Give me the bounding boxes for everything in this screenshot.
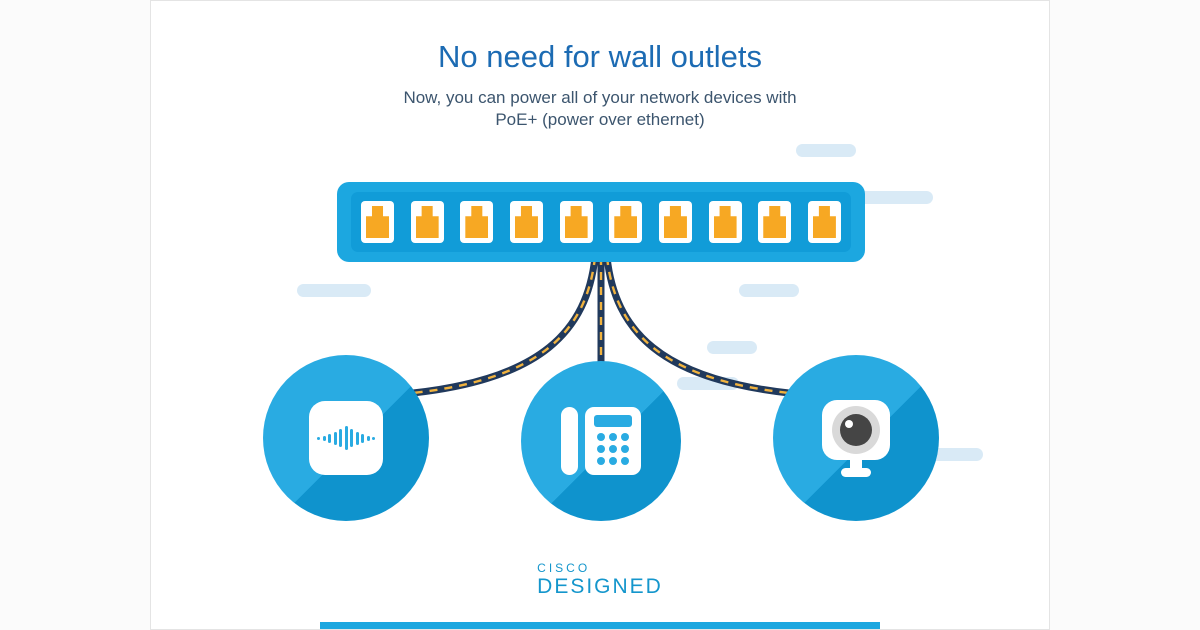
keypad-dot — [597, 445, 605, 453]
waveform-bar — [333, 431, 337, 445]
access-point-icon — [309, 401, 383, 475]
waveform-bar — [361, 433, 364, 443]
waveform-bar — [366, 435, 370, 441]
keypad-dot — [609, 445, 617, 453]
port-plug — [812, 206, 836, 238]
decor-pill — [707, 341, 757, 354]
subtitle-line-2: PoE+ (power over ethernet) — [495, 110, 705, 129]
content-card: No need for wall outlets Now, you can po… — [150, 0, 1050, 630]
port-plug — [366, 206, 389, 238]
phone-body — [585, 407, 641, 475]
camera-base — [841, 467, 871, 477]
camera-lens — [840, 413, 872, 446]
phone-screen — [594, 415, 632, 427]
ethernet-port — [609, 201, 643, 243]
brand-logo: CISCO DESIGNED — [151, 561, 1049, 599]
phone-keypad — [597, 433, 629, 465]
ethernet-port — [708, 201, 742, 243]
port-plug — [763, 206, 787, 238]
camera-lens-glint — [845, 419, 853, 428]
ip-phone-icon — [561, 407, 641, 475]
bottom-accent-bar — [320, 622, 880, 629]
camera-ring — [832, 405, 880, 454]
phone-handset — [561, 407, 578, 475]
waveform-bar — [339, 429, 342, 447]
device-circle-access-point — [263, 355, 429, 521]
ethernet-port — [758, 201, 792, 243]
keypad-dot — [609, 457, 617, 465]
device-circle-ip-phone — [521, 361, 681, 521]
decor-pill — [859, 191, 933, 204]
subtitle-line-1: Now, you can power all of your network d… — [403, 88, 797, 107]
port-plug — [713, 206, 737, 238]
keypad-dot — [621, 457, 629, 465]
brand-designed: DESIGNED — [537, 575, 663, 598]
camera-stand — [850, 459, 862, 468]
port-plug — [415, 206, 439, 238]
keypad-dot — [597, 457, 605, 465]
waveform-bar — [372, 436, 375, 440]
ethernet-port — [509, 201, 543, 243]
security-camera-icon — [822, 399, 890, 477]
waveform-bar — [317, 436, 320, 440]
poe-switch — [337, 182, 865, 262]
port-plug — [663, 206, 687, 238]
keypad-dot — [621, 433, 629, 441]
ethernet-port — [410, 201, 444, 243]
page-title: No need for wall outlets — [438, 39, 762, 74]
device-circle-camera — [773, 355, 939, 521]
decor-pill — [677, 377, 739, 390]
keypad-dot — [609, 433, 617, 441]
waveform-bar — [355, 431, 359, 445]
waveform-bar — [344, 426, 348, 450]
decor-pill — [297, 284, 371, 297]
ethernet-port — [361, 201, 394, 243]
keypad-dot — [621, 445, 629, 453]
ethernet-port — [559, 201, 593, 243]
switch-port-row — [351, 192, 851, 252]
port-plug — [514, 206, 538, 238]
camera-body — [822, 399, 890, 460]
ethernet-port — [460, 201, 494, 243]
decor-pill — [796, 144, 856, 157]
port-plug — [465, 206, 489, 238]
page-subtitle: Now, you can power all of your network d… — [151, 87, 1049, 131]
waveform-bar — [328, 433, 331, 443]
waveform-bar — [322, 435, 326, 441]
decor-pill — [739, 284, 799, 297]
waveform-bar — [350, 429, 353, 447]
ethernet-port — [807, 201, 841, 243]
port-plug — [614, 206, 638, 238]
ethernet-port — [658, 201, 692, 243]
port-plug — [564, 206, 588, 238]
keypad-dot — [597, 433, 605, 441]
brand-cisco: CISCO — [537, 561, 591, 575]
